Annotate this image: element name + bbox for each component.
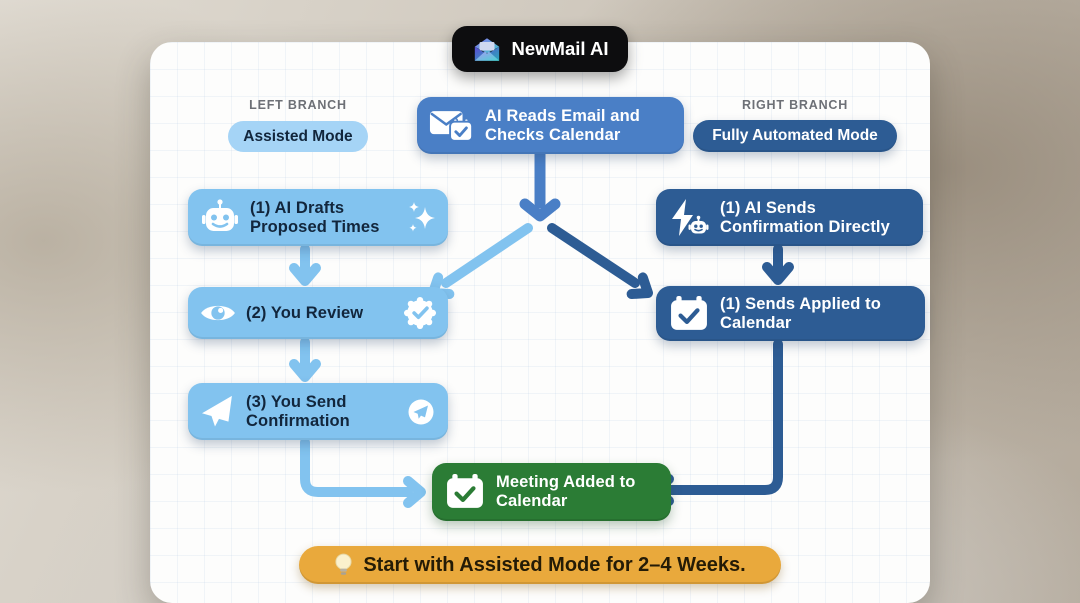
assisted-mode-pill: Assisted Mode	[228, 121, 368, 152]
eye-icon	[200, 300, 236, 326]
node-you-send-confirmation: (3) You Send Confirmation	[188, 383, 448, 440]
node-ai-sends-confirmation: (1) AI Sends Confirmation Directly	[656, 189, 923, 246]
bolt-robot-icon	[668, 198, 710, 238]
left-branch-label: LEFT BRANCH	[249, 98, 347, 112]
node-meeting-added: Meeting Added to Calendar	[432, 463, 671, 521]
node-you-review: (2) You Review	[188, 287, 448, 339]
right-branch-label: RIGHT BRANCH	[741, 98, 849, 112]
email-calendar-icon	[429, 107, 475, 144]
robot-icon	[200, 198, 240, 238]
node-sends-applied-to-calendar: (1) Sends Applied to Calendar	[656, 286, 925, 341]
node-ai-drafts-proposed-times: (1) AI Drafts Proposed Times	[188, 189, 448, 246]
fully-automated-mode-label: Fully Automated Mode	[712, 127, 878, 144]
node-label: (1) AI Drafts Proposed Times	[250, 198, 380, 236]
verified-badge-icon	[404, 297, 436, 329]
tip-label: Start with Assisted Mode for 2–4 Weeks.	[363, 553, 746, 576]
paper-plane-icon	[200, 395, 236, 429]
fully-automated-mode-pill: Fully Automated Mode	[693, 120, 897, 152]
sparkles-icon	[406, 201, 436, 235]
node-label: (1) Sends Applied to Calendar	[720, 294, 881, 332]
newmail-ai-logo: NewMail AI	[452, 26, 628, 72]
tip-banner: Start with Assisted Mode for 2–4 Weeks.	[299, 546, 781, 584]
assisted-mode-label: Assisted Mode	[243, 127, 353, 145]
node-label: AI Reads Email and Checks Calendar	[485, 106, 640, 144]
calendar-check-icon	[670, 295, 708, 332]
app-title: NewMail AI	[511, 38, 609, 59]
node-label: (2) You Review	[246, 303, 364, 322]
newmail-envelope-icon	[472, 36, 502, 63]
lightbulb-icon	[334, 552, 353, 579]
node-label: (3) You Send Confirmation	[246, 392, 350, 430]
node-ai-reads-email: AI Reads Email and Checks Calendar	[417, 97, 684, 154]
calendar-check-icon	[446, 474, 484, 510]
node-label: (1) AI Sends Confirmation Directly	[720, 198, 890, 236]
node-label: Meeting Added to Calendar	[496, 473, 636, 510]
paper-plane-circle-icon	[406, 397, 436, 427]
